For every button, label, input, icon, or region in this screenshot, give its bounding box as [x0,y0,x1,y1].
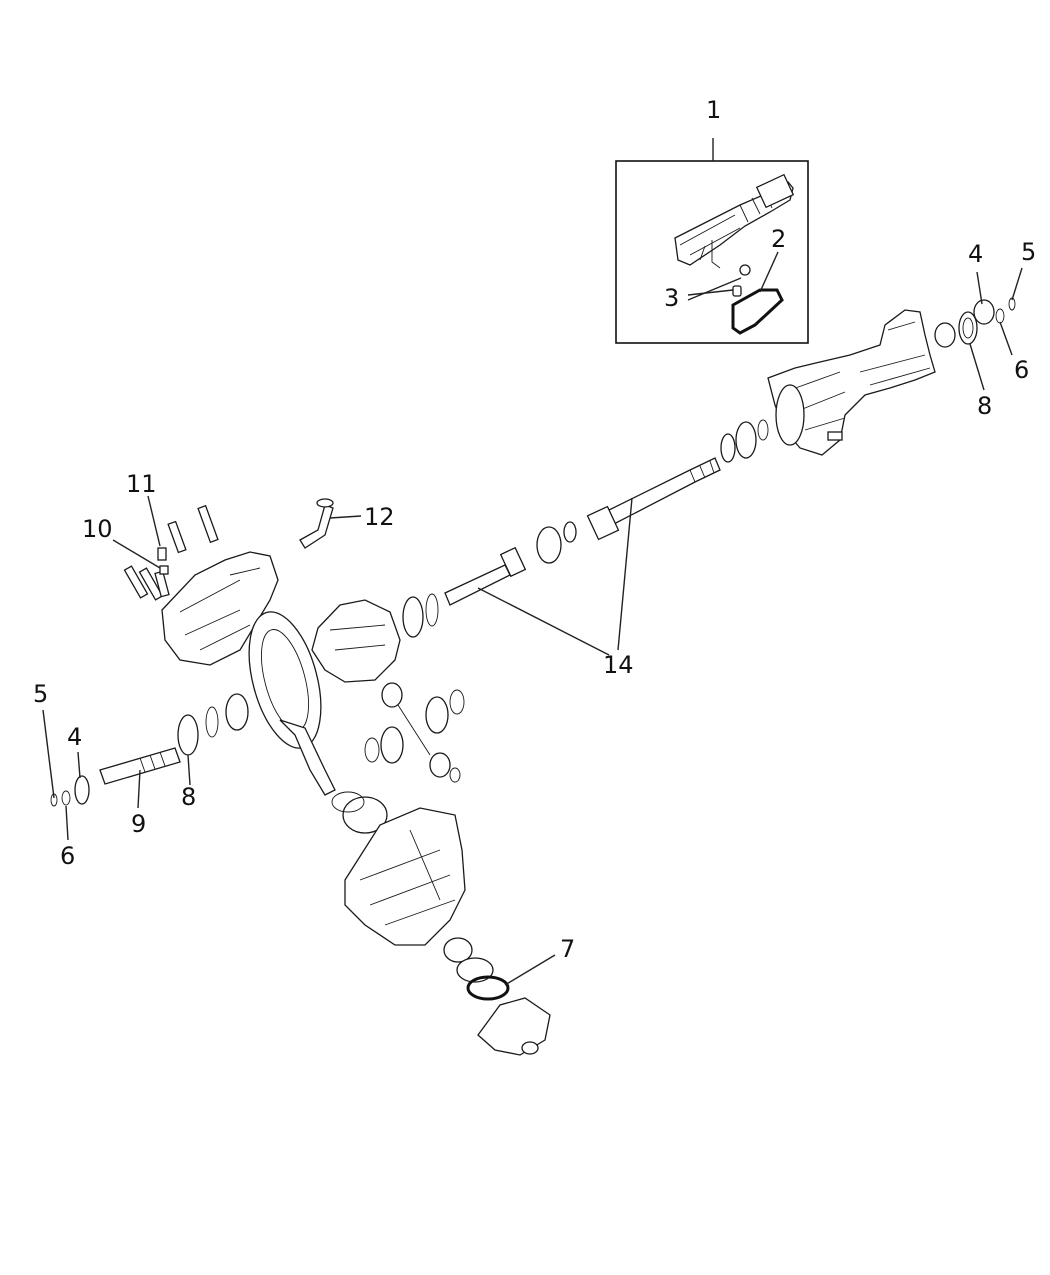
output-shaft-long [586,457,721,541]
washer-4-left [74,775,90,805]
callout-labels: 1 2 3 4 5 6 8 11 10 12 14 5 4 8 9 6 7 [33,96,1036,963]
center-rings [720,419,769,463]
left-upper-housing [123,504,279,666]
carrier-housing [331,791,466,946]
seal-part-3 [732,264,751,297]
vent-tube-12 [299,504,334,549]
actuator-part [674,173,795,269]
pinion-shaft [279,719,336,796]
callout-4-right: 4 [968,240,983,268]
callout-5-left: 5 [33,680,48,708]
differential-case [311,593,439,683]
callout-9: 9 [131,810,146,838]
callout-7: 7 [560,935,575,963]
callout-4-left: 4 [67,723,82,751]
gear-coupler [536,521,577,564]
gasket-part-2 [731,288,784,335]
callout-6-right: 6 [1014,356,1029,384]
callout-5-right: 5 [1021,238,1036,266]
callout-6-left: 6 [60,842,75,870]
fitting-11 [157,547,167,561]
callout-14: 14 [603,651,634,679]
callout-8-left: 8 [181,783,196,811]
seal-8-left [177,714,199,756]
callout-3: 3 [664,284,679,312]
kit-frame [615,160,809,344]
ring-6-left [61,790,71,806]
spider-gears [364,682,465,783]
pinion-flange-7 [443,937,551,1056]
callout-11: 11 [126,470,157,498]
callout-12: 12 [364,503,395,531]
pinion-bearing [342,796,388,834]
callout-1: 1 [706,96,721,124]
plug-10 [159,565,169,575]
right-axle-housing [767,309,936,456]
leader-lines [42,138,1023,986]
kit-box [615,160,809,344]
bearing-right [934,322,956,348]
seal-8-right [958,311,978,345]
right-seals [934,297,1016,348]
ring-gear [248,611,322,749]
ring-6-right [995,308,1005,324]
callout-2: 2 [771,225,786,253]
callout-8-right: 8 [977,392,992,420]
callout-10: 10 [82,515,113,543]
intermediate-shaft [444,546,527,606]
washer-4-right [973,299,995,325]
left-output-shaft-9 [50,693,249,807]
